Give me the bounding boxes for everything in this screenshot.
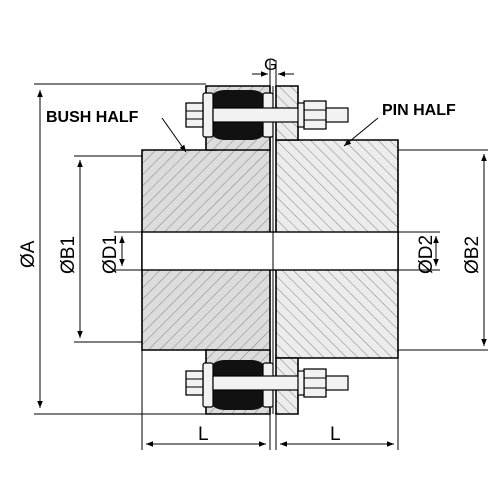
dia-a-label: ØA bbox=[18, 240, 39, 268]
top-pin-washer bbox=[297, 102, 305, 128]
bottom-pin-nut-right bbox=[303, 368, 327, 398]
bush-half-leader bbox=[161, 117, 187, 153]
length-left-label: L bbox=[198, 424, 209, 445]
pin-half-leader bbox=[343, 117, 379, 147]
dia-b2-label: ØB2 bbox=[462, 236, 483, 274]
bottom-bush-washer-left bbox=[202, 362, 214, 408]
pin-half-label: PIN HALF bbox=[382, 102, 456, 119]
bush-half-label: BUSH HALF bbox=[46, 109, 139, 126]
bottom-pin-shank bbox=[212, 375, 349, 391]
top-pin-nut-right bbox=[303, 100, 327, 130]
extension-lines bbox=[34, 60, 488, 450]
length-right-label: L bbox=[330, 424, 341, 445]
dia-d2-label: ØD2 bbox=[416, 235, 437, 274]
bottom-pin-washer bbox=[297, 370, 305, 396]
dia-b1-label: ØB1 bbox=[58, 236, 79, 274]
top-pin-assembly bbox=[185, 90, 349, 140]
top-bush-washer-left bbox=[202, 92, 214, 138]
shaft-bore bbox=[141, 231, 399, 271]
top-pin-head-nut bbox=[185, 102, 204, 128]
bottom-pin-head-nut bbox=[185, 370, 204, 396]
dimension-lines bbox=[37, 71, 487, 447]
gap-label: G bbox=[264, 55, 277, 74]
dia-d1-label: ØD1 bbox=[100, 235, 121, 274]
top-pin-shank bbox=[212, 107, 349, 123]
bottom-pin-assembly bbox=[185, 360, 349, 410]
